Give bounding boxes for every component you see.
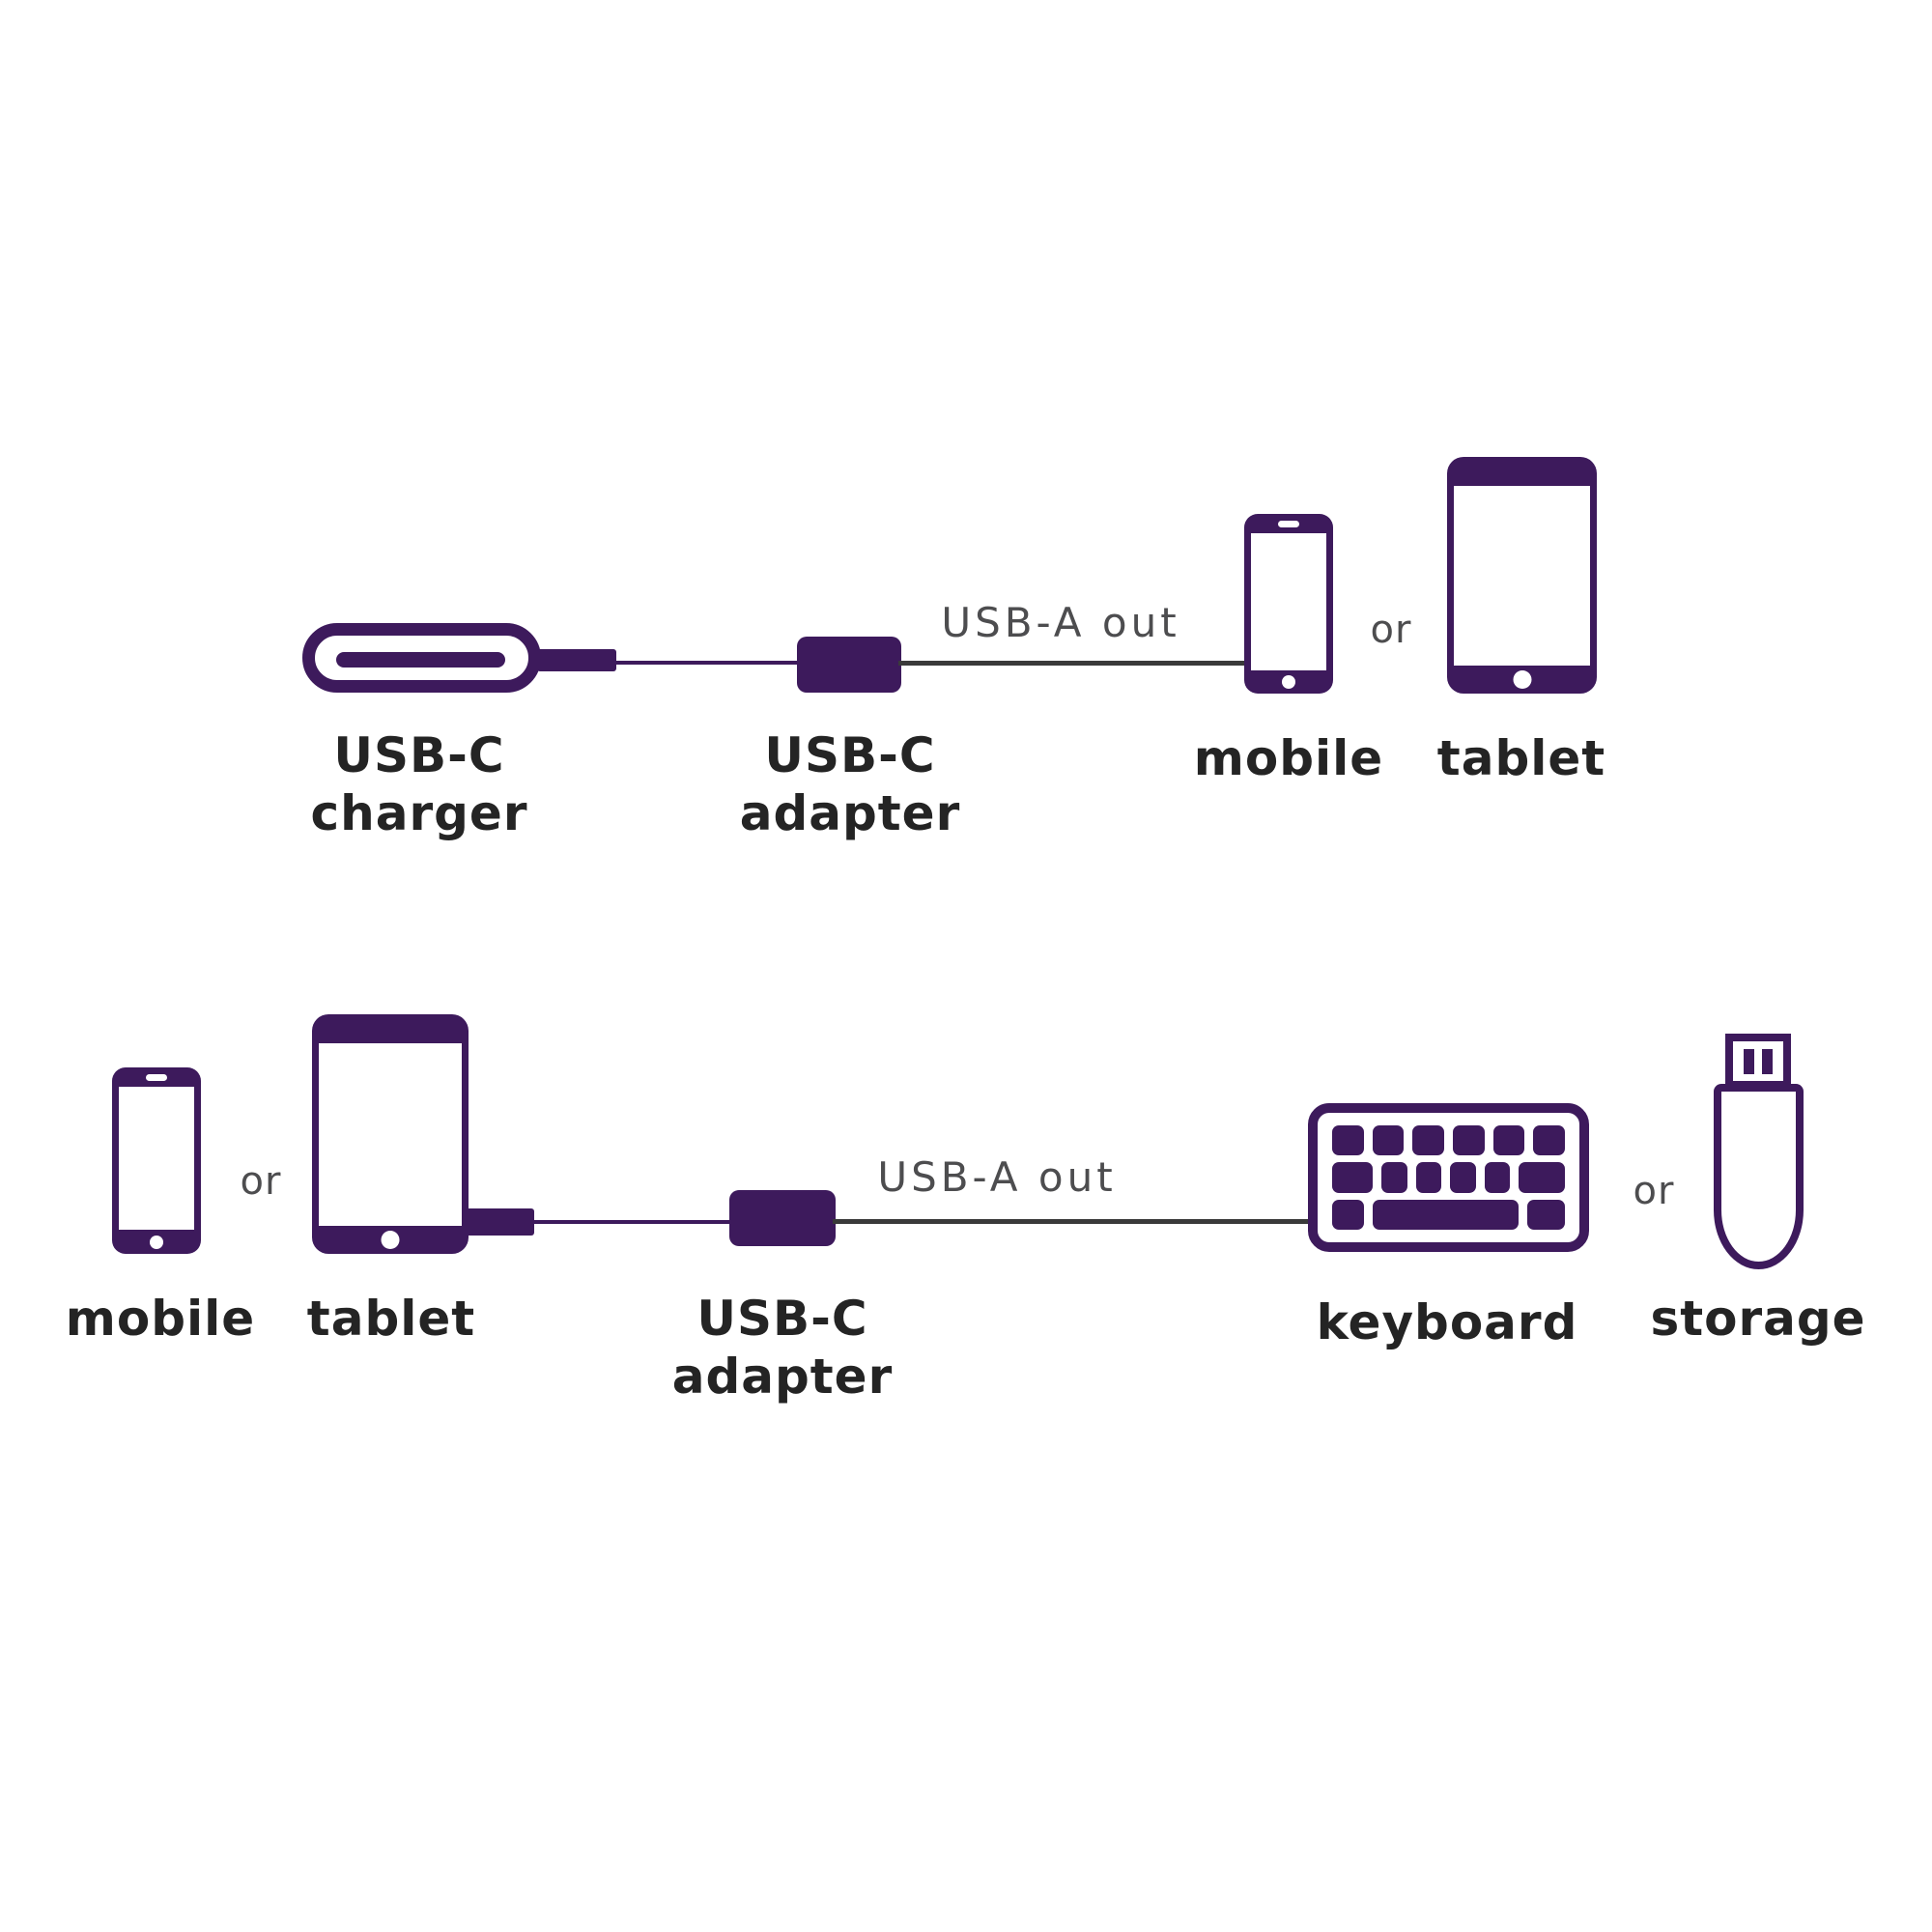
adapter-label: USB-C adapter: [705, 726, 995, 842]
or-label: or: [240, 1159, 282, 1204]
adapter-label-line2: adapter: [671, 1349, 894, 1405]
mobile-phone-icon: [112, 1067, 201, 1254]
usb-c-adapter-icon: [797, 637, 901, 693]
tablet-home-button: [381, 1231, 400, 1249]
storage-usb-connector: [1725, 1034, 1791, 1089]
keyboard-key: [1453, 1125, 1485, 1156]
adapter-label-line2: adapter: [739, 785, 961, 841]
phone-screen: [119, 1087, 194, 1230]
tablet-label: tablet: [306, 1291, 476, 1347]
phone-speaker-slit: [1278, 521, 1299, 527]
charger-inner-bar: [336, 652, 505, 668]
tablet-label: tablet: [1436, 730, 1606, 786]
mobile-label: mobile: [1193, 730, 1384, 786]
phone-speaker-slit: [146, 1074, 167, 1081]
tablet-plug-stub: [464, 1208, 534, 1236]
tablet-screen: [1454, 486, 1590, 666]
charger-label: USB-C charger: [274, 726, 564, 842]
adapter-label: USB-C adapter: [638, 1290, 927, 1406]
keyboard-spacebar-key: [1372, 1199, 1519, 1230]
usb-a-cable-line: [833, 1219, 1308, 1224]
tablet-icon: [312, 1014, 469, 1254]
usb-connector-slot: [1744, 1048, 1754, 1074]
storage-label: storage: [1650, 1291, 1866, 1347]
keyboard-key: [1450, 1162, 1476, 1193]
keyboard-key: [1332, 1125, 1364, 1156]
or-label: or: [1633, 1169, 1675, 1213]
keyboard-label: keyboard: [1316, 1294, 1578, 1350]
usb-a-out-caption: USB-A out: [877, 1153, 1117, 1201]
tablet-screen: [319, 1043, 462, 1226]
charger-label-line2: charger: [310, 785, 528, 841]
adapter-label-line1: USB-C: [764, 727, 936, 783]
keyboard-key: [1381, 1162, 1407, 1193]
charger-plug-stub: [537, 649, 616, 671]
usb-c-cable-line: [614, 661, 799, 665]
keyboard-icon: [1308, 1103, 1589, 1252]
keyboard-key-row: [1332, 1162, 1565, 1193]
keyboard-key: [1526, 1199, 1566, 1230]
keyboard-key-row: [1332, 1199, 1566, 1230]
phone-home-button: [150, 1236, 163, 1249]
usb-c-adapter-icon: [729, 1190, 836, 1246]
adapter-label-line1: USB-C: [696, 1291, 868, 1347]
usb-c-cable-line: [531, 1220, 731, 1224]
tablet-icon: [1447, 457, 1597, 694]
usb-a-cable-line: [898, 661, 1244, 666]
phone-screen: [1251, 533, 1326, 670]
phone-home-button: [1282, 675, 1295, 689]
keyboard-key: [1519, 1162, 1565, 1193]
mobile-label: mobile: [65, 1291, 256, 1347]
keyboard-key: [1492, 1125, 1525, 1156]
keyboard-key: [1332, 1162, 1374, 1193]
charger-label-line1: USB-C: [333, 727, 505, 783]
usb-connector-slot: [1762, 1048, 1773, 1074]
storage-drive-body: [1714, 1084, 1804, 1269]
usb-a-out-caption: USB-A out: [941, 599, 1180, 646]
keyboard-key: [1484, 1162, 1511, 1193]
keyboard-key: [1533, 1125, 1566, 1156]
keyboard-key-row: [1332, 1125, 1566, 1156]
keyboard-key: [1412, 1125, 1445, 1156]
keyboard-key: [1415, 1162, 1442, 1193]
tablet-home-button: [1513, 670, 1531, 689]
mobile-phone-icon: [1244, 514, 1333, 694]
keyboard-key: [1372, 1125, 1405, 1156]
keyboard-key: [1332, 1199, 1364, 1230]
or-label: or: [1370, 608, 1412, 652]
